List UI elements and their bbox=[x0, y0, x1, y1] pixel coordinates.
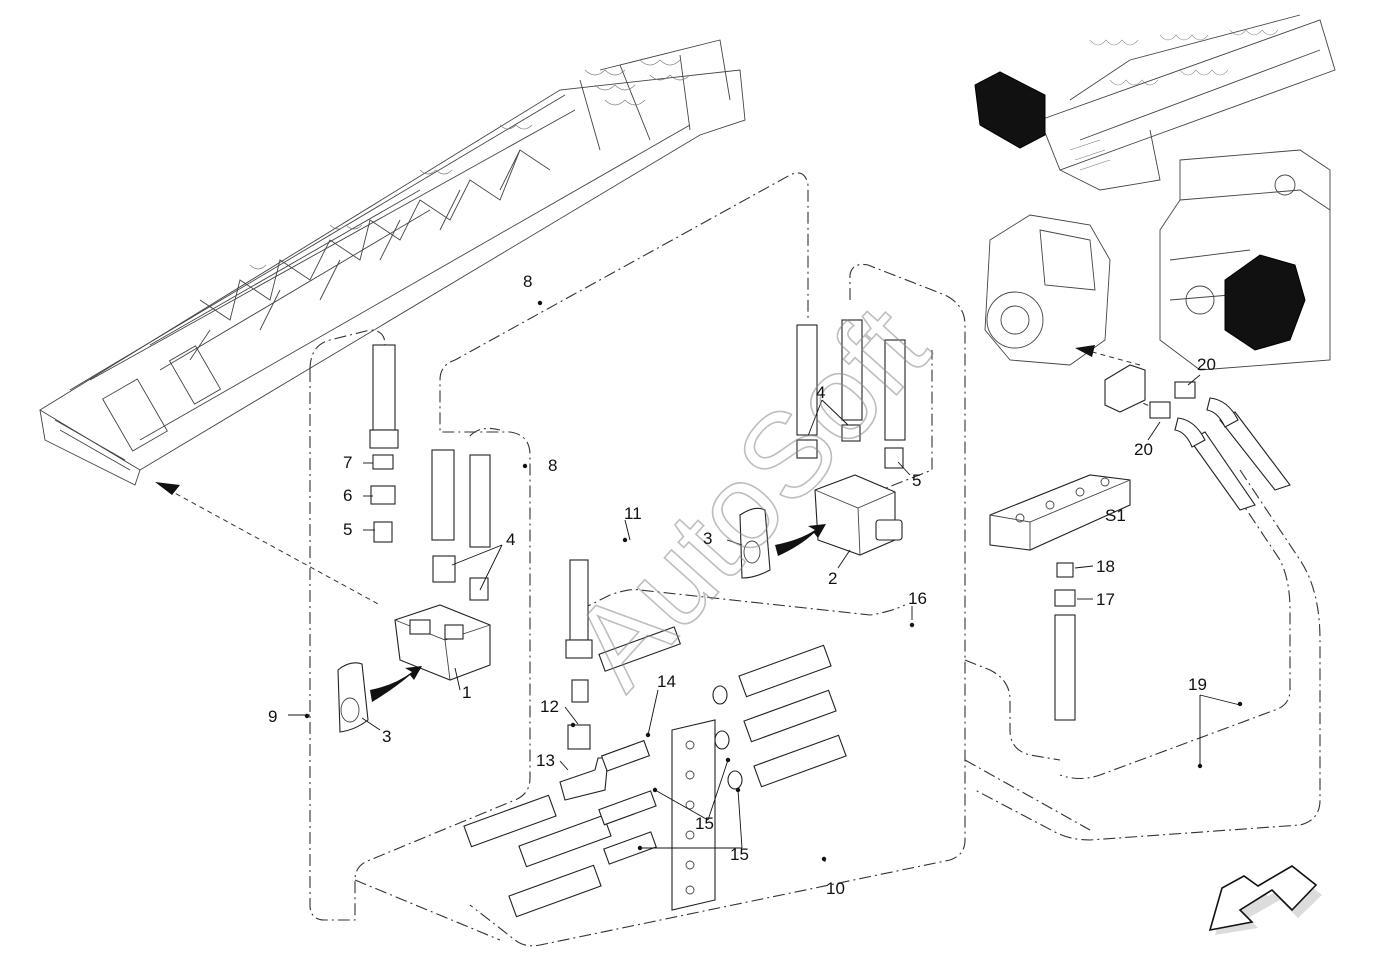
hose-left-2 bbox=[431, 449, 455, 541]
adapter-14 bbox=[600, 739, 651, 772]
fitting-18 bbox=[1056, 562, 1074, 578]
conveyor-frame-illustration bbox=[39, 39, 746, 486]
callout-5-left: 5 bbox=[343, 520, 352, 539]
bracket-3-left bbox=[337, 662, 369, 733]
motor-2-assembly bbox=[739, 319, 906, 579]
hose-left-3 bbox=[469, 454, 491, 548]
callout-1: 1 bbox=[462, 683, 471, 702]
callout-14: 14 bbox=[657, 672, 676, 691]
callout-4-left: 4 bbox=[506, 530, 515, 549]
callout-labels: 8 8 7 6 5 4 9 3 1 3 2 4 5 11 12 13 14 15… bbox=[268, 272, 1216, 898]
adapter-6 bbox=[370, 485, 396, 505]
callout-4-right: 4 bbox=[816, 383, 825, 402]
manifold-block bbox=[671, 719, 716, 911]
callout-18: 18 bbox=[1096, 557, 1115, 576]
callout-8-top: 8 bbox=[523, 272, 532, 291]
motor-1-assembly bbox=[337, 344, 491, 733]
callout-6: 6 bbox=[343, 486, 352, 505]
callout-11: 11 bbox=[624, 504, 642, 523]
curved-arrow-icon-left bbox=[370, 666, 422, 702]
callout-dots bbox=[304, 300, 1243, 862]
highlighted-motor-top bbox=[974, 71, 1046, 149]
s1-valve-block bbox=[989, 364, 1291, 721]
callout-7: 7 bbox=[343, 453, 352, 472]
callout-10: 10 bbox=[826, 879, 845, 898]
callout-3-left: 3 bbox=[382, 727, 391, 746]
callout-13: 13 bbox=[536, 751, 555, 770]
fitting-12 bbox=[567, 724, 591, 750]
callout-19: 19 bbox=[1188, 675, 1207, 694]
callout-20-bottom: 20 bbox=[1134, 440, 1153, 459]
fittings-and-hoses bbox=[463, 559, 847, 918]
callout-2: 2 bbox=[828, 569, 837, 588]
callout-20-top: 20 bbox=[1197, 355, 1216, 374]
curved-arrow-icon-right bbox=[775, 524, 826, 556]
machine-assembly-illustration bbox=[974, 14, 1336, 371]
callout-15-a: 15 bbox=[695, 814, 714, 833]
orientation-arrow-icon bbox=[1208, 865, 1322, 935]
direction-leaders bbox=[155, 345, 1161, 606]
callout-8-mid: 8 bbox=[548, 456, 557, 475]
hose-left-1 bbox=[372, 344, 396, 431]
hose-right-2 bbox=[841, 319, 863, 421]
hose-right-3 bbox=[884, 339, 906, 441]
adapter-5-left bbox=[373, 521, 393, 543]
group-boundaries bbox=[309, 172, 1321, 947]
callout-3-right: 3 bbox=[703, 529, 712, 548]
adapter-7 bbox=[372, 454, 394, 470]
callout-s1: S1 bbox=[1105, 506, 1126, 525]
callout-5-right: 5 bbox=[912, 471, 921, 490]
callout-leaders bbox=[288, 301, 1241, 862]
tee-13 bbox=[559, 757, 609, 801]
highlighted-motor-right bbox=[1224, 254, 1306, 351]
callout-12: 12 bbox=[540, 697, 559, 716]
fitting-17 bbox=[1054, 589, 1076, 607]
adapter-4-left bbox=[432, 555, 456, 583]
callout-15-b: 15 bbox=[730, 845, 749, 864]
callout-17: 17 bbox=[1096, 590, 1115, 609]
callout-16: 16 bbox=[908, 589, 927, 608]
callout-9: 9 bbox=[268, 707, 277, 726]
hose-right-1 bbox=[796, 324, 818, 436]
